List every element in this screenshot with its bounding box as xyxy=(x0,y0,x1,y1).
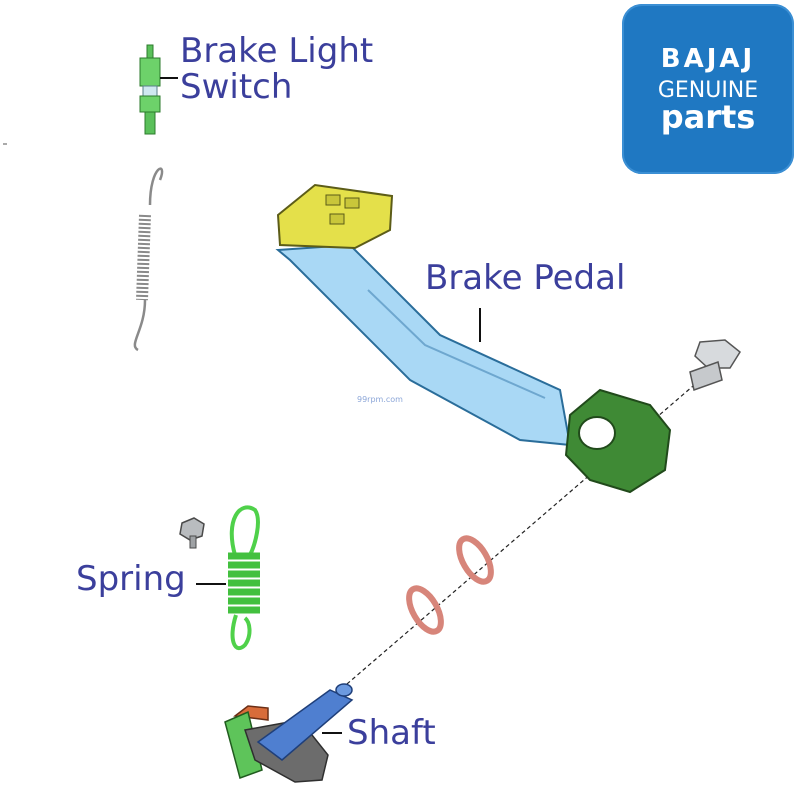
pivot-bolt xyxy=(689,339,741,391)
brake-light-switch-label-line2: Switch xyxy=(180,66,293,107)
brake-pedal xyxy=(275,183,672,494)
logo-brand: BAJAJ xyxy=(660,44,756,74)
logo-parts: parts xyxy=(660,98,756,136)
spring-bolt xyxy=(179,517,205,549)
shaft xyxy=(224,683,354,783)
brake-pedal-label: Brake Pedal xyxy=(425,258,626,298)
shaft-label: Shaft xyxy=(347,713,436,753)
spring-label: Spring xyxy=(76,559,186,599)
brake-light-switch-label-line1: Brake Light xyxy=(180,31,374,71)
brake-light-switch xyxy=(139,44,178,135)
watermark: 99rpm.com xyxy=(357,395,403,404)
return-spring xyxy=(133,167,164,352)
logo-genuine: GENUINE xyxy=(657,78,759,103)
spring xyxy=(196,505,260,651)
copper-washers xyxy=(406,535,494,635)
bajaj-genuine-parts-logo: BAJAJ GENUINE parts xyxy=(622,4,794,174)
